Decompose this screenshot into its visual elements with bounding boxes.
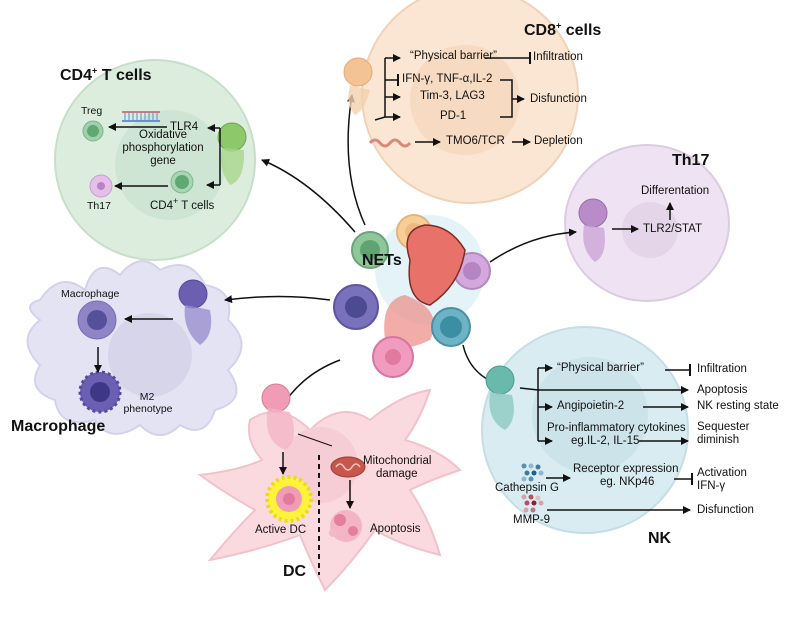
- cd4-title-sup: +: [92, 65, 98, 76]
- cd8-title-sup: +: [556, 20, 562, 31]
- arrow-to-th17: [489, 228, 577, 263]
- cd4-t-cell-icon: [170, 170, 194, 194]
- cd4-cell: [54, 59, 256, 261]
- nk-angiopoietin: Angipoietin-2: [557, 400, 625, 412]
- dc-neutrophil-icon: [261, 383, 294, 450]
- th17-tlr2-stat: TLR2/STAT: [643, 223, 702, 235]
- macro-arrows: [94, 315, 173, 373]
- cd4-cells-suffix: T cells: [178, 200, 215, 212]
- dc-cell: [197, 388, 462, 592]
- nk-receptor-line1: Receptor expression: [573, 463, 679, 475]
- nk-physical-barrier: “Physical barrier”: [557, 362, 644, 374]
- cd8-title-suffix: cells: [561, 22, 602, 39]
- dna-strand-icon: [368, 138, 412, 148]
- nk-receptor-line2: eg. NKp46: [600, 476, 655, 488]
- mitochondria-icon: [330, 456, 366, 478]
- cd8-arrows: [374, 52, 531, 146]
- th17-title: Th17: [672, 152, 710, 169]
- cd8-tmo6-tcr: TMO6/TCR: [446, 135, 505, 147]
- nk-arrows: [519, 364, 693, 514]
- cd8-neutrophil-icon: [343, 57, 373, 115]
- cd4-oxphos-line1: Oxidative: [139, 129, 187, 141]
- nk-cathepsin-g: Cathepsin G: [495, 482, 559, 494]
- nk-resting-state: NK resting state: [697, 400, 779, 412]
- cd4-title-suffix: T cells: [97, 67, 152, 84]
- nk-infiltration: Infiltration: [697, 363, 747, 375]
- dc-arrows: [279, 433, 354, 509]
- cd8-cell: [361, 0, 579, 204]
- m2-phenotype-icon: [78, 370, 122, 414]
- cd4-th17-label: Th17: [87, 200, 111, 212]
- mmp9-icon: [521, 494, 544, 513]
- nk-proinflam-line1: Pro-inflammatory cytokines: [547, 422, 686, 434]
- cd4-oxphos-line3: gene: [150, 155, 176, 167]
- m2-label-line1: M2: [139, 391, 155, 403]
- active-dc-icon: [265, 475, 313, 523]
- cd8-depletion: Depletion: [534, 135, 583, 147]
- dc-active-dc: Active DC: [255, 524, 307, 536]
- nk-activation-line2: IFN-γ: [697, 480, 726, 492]
- cd4-t-cells-label: CD4+ T cells: [150, 197, 215, 213]
- th17-arrows: [612, 202, 674, 233]
- nets-label: NETs: [362, 252, 402, 269]
- nets-cluster: [333, 214, 491, 378]
- cd8-pd1: PD-1: [440, 110, 467, 122]
- nk-neutrophil-icon: [485, 365, 515, 430]
- nk-activation-line1: Activation: [697, 467, 747, 479]
- cd4-oxphos-line2: phosphorylation: [122, 142, 204, 154]
- nk-proinflam-line2: eg.IL-2, IL-15: [571, 435, 640, 447]
- arrow-to-cd8: [346, 94, 366, 226]
- arrow-to-cd4: [261, 159, 356, 233]
- cd8-physical-barrier: “Physical barrier”: [410, 50, 497, 62]
- cathepsin-g-icon: [521, 463, 544, 482]
- nk-sequester-line1: Sequester: [697, 421, 750, 433]
- macrophage-label: Macrophage: [61, 288, 120, 300]
- cd4-arrows: [108, 123, 221, 190]
- cd4-neutrophil-icon: [217, 122, 247, 185]
- cd4-title: CD4+ T cells: [60, 65, 152, 85]
- cd4-treg-label: Treg: [81, 105, 103, 117]
- nk-mmp9: MMP-9: [513, 514, 551, 526]
- dc-title: DC: [283, 563, 307, 580]
- m2-label-line2: phenotype: [123, 403, 173, 415]
- cd8-title: CD8+ cells: [524, 20, 602, 40]
- dc-mito-line2: damage: [376, 468, 418, 480]
- nk-sequester-line2: diminish: [697, 434, 740, 446]
- gene-ladder-icon: [122, 111, 160, 122]
- macrophage-title: Macrophage: [11, 418, 106, 435]
- cd8-disfunction: Disfunction: [530, 93, 587, 105]
- th17-cell: [564, 144, 730, 302]
- dc-mito-line1: Mitochondrial: [363, 455, 432, 467]
- nk-cell: [481, 326, 689, 534]
- cd8-cytokines: IFN-γ, TNF-α,IL-2: [402, 73, 493, 85]
- th17-differentiation: Differentation: [641, 185, 710, 197]
- cd4-cells-sup: +: [173, 196, 179, 207]
- treg-cell-icon: [82, 120, 104, 142]
- macrophage-small-icon: [77, 300, 117, 340]
- th17-neutrophil-icon: [578, 198, 608, 262]
- cd4-title-text: CD4: [60, 67, 93, 84]
- cd4-tlr4-label: TLR4: [170, 121, 199, 133]
- dc-apoptosis: Apoptosis: [370, 523, 421, 535]
- nk-title: NK: [648, 530, 672, 547]
- arrow-to-macrophage: [224, 295, 331, 304]
- nk-disfunction: Disfunction: [697, 504, 754, 516]
- cd8-infiltration: Infiltration: [533, 51, 583, 63]
- nk-apoptosis: Apoptosis: [697, 384, 748, 396]
- th17-small-cell-icon: [89, 174, 113, 198]
- cd8-tim3-lag3: Tim-3, LAG3: [420, 90, 485, 102]
- macro-neutrophil-icon: [178, 279, 212, 345]
- cd8-title-text: CD8: [524, 22, 557, 39]
- apoptotic-cell-icon: [329, 510, 362, 542]
- cd4-cells-text: CD4: [150, 200, 174, 212]
